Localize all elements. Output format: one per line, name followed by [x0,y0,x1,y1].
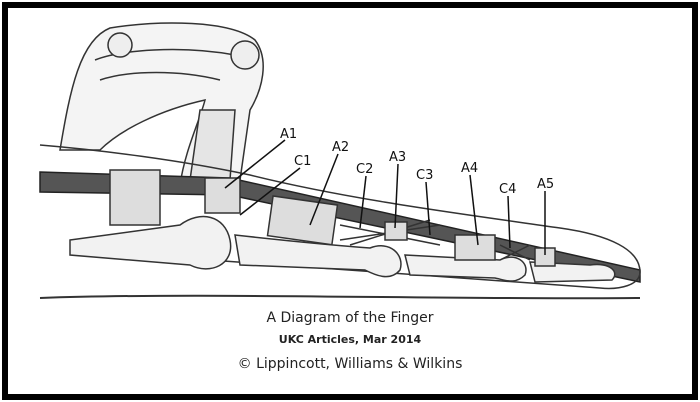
label-a2: A2 [332,140,349,155]
distal-phalanx [529,261,616,283]
label-c1: C1 [294,154,311,169]
label-a3: A3 [389,150,406,165]
proximal-phalanx [234,234,402,278]
metacarpal-bone [69,215,232,270]
label-a4: A4 [461,161,478,176]
middle-phalanx [404,254,527,282]
pulley-a1 [204,177,241,214]
pulley-palmar [109,169,161,226]
label-a1: A1 [280,127,297,142]
pulley-a4 [454,234,496,261]
pulley-a3 [384,221,408,241]
pulley-a2 [266,195,339,246]
caption-title: A Diagram of the Finger [266,310,434,326]
caption-copyright: © Lippincott, Williams & Wilkins [237,356,463,372]
label-c3: C3 [416,168,433,183]
finger-outline [39,144,641,290]
caption-source: UKC Articles, Mar 2014 [278,333,422,346]
leader-lines [224,139,546,255]
label-c4: C4 [499,182,516,197]
label-c2: C2 [356,162,373,177]
label-a5: A5 [537,177,554,192]
pulley-c4 [499,244,531,261]
